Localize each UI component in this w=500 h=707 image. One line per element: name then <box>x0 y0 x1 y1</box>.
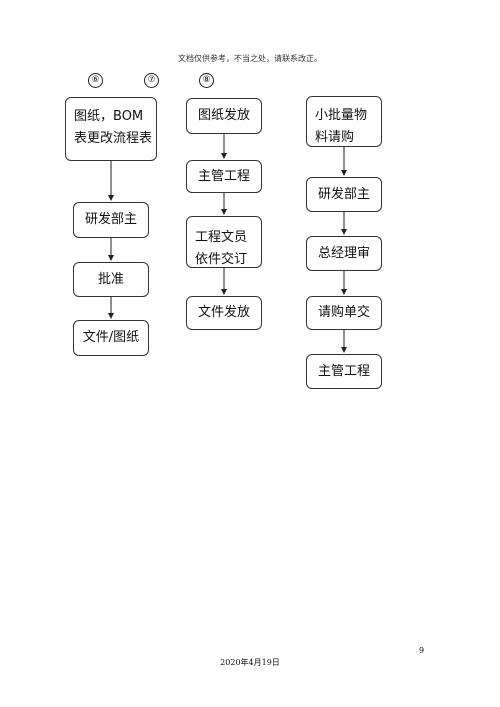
col2-box-chief-engineer: 主管工程 <box>186 160 262 193</box>
col2-box-file-release: 文件发放 <box>186 296 262 330</box>
col1-box-approve: 批准 <box>73 262 149 297</box>
marker-6: ⑥ <box>88 73 103 88</box>
col3-box1-line2: 料请购 <box>315 130 355 145</box>
col3-box-small-batch-purchase: 小批量物 料请购 <box>306 96 382 147</box>
col1-box1-line1: 图纸，BOM <box>74 109 144 124</box>
col2-box-drawing-release: 图纸发放 <box>186 98 262 134</box>
marker-7: ⑦ <box>144 73 159 88</box>
col1-box-file-drawing: 文件/图纸 <box>73 320 149 356</box>
header-note: 文档仅供参考，不当之处，请联系改正。 <box>178 54 322 63</box>
col3-box1-line1: 小批量物 <box>315 108 368 123</box>
col3-box-purchase-order: 请购单交 <box>306 296 382 330</box>
col1-box-drawing-bom-change: 图纸，BOM 表更改流程表 <box>65 97 157 161</box>
page-number: 9 <box>419 646 425 655</box>
col3-box-chief-engineer: 主管工程 <box>306 354 382 389</box>
col2-box-engineering-clerk: 工程文员 依件交订 <box>186 216 262 268</box>
col1-box1-line2: 表更改流程表 <box>74 131 153 146</box>
col2-box3-line2: 依件交订 <box>195 252 248 267</box>
col3-box-gm-review: 总经理审 <box>306 236 382 271</box>
marker-8: ⑧ <box>199 73 214 88</box>
footer-date: 2020年4月19日 <box>220 658 280 667</box>
col1-box-rd-head: 研发部主 <box>73 202 149 238</box>
col2-box3-line1: 工程文员 <box>195 230 248 245</box>
col3-box-rd-head: 研发部主 <box>306 177 382 212</box>
